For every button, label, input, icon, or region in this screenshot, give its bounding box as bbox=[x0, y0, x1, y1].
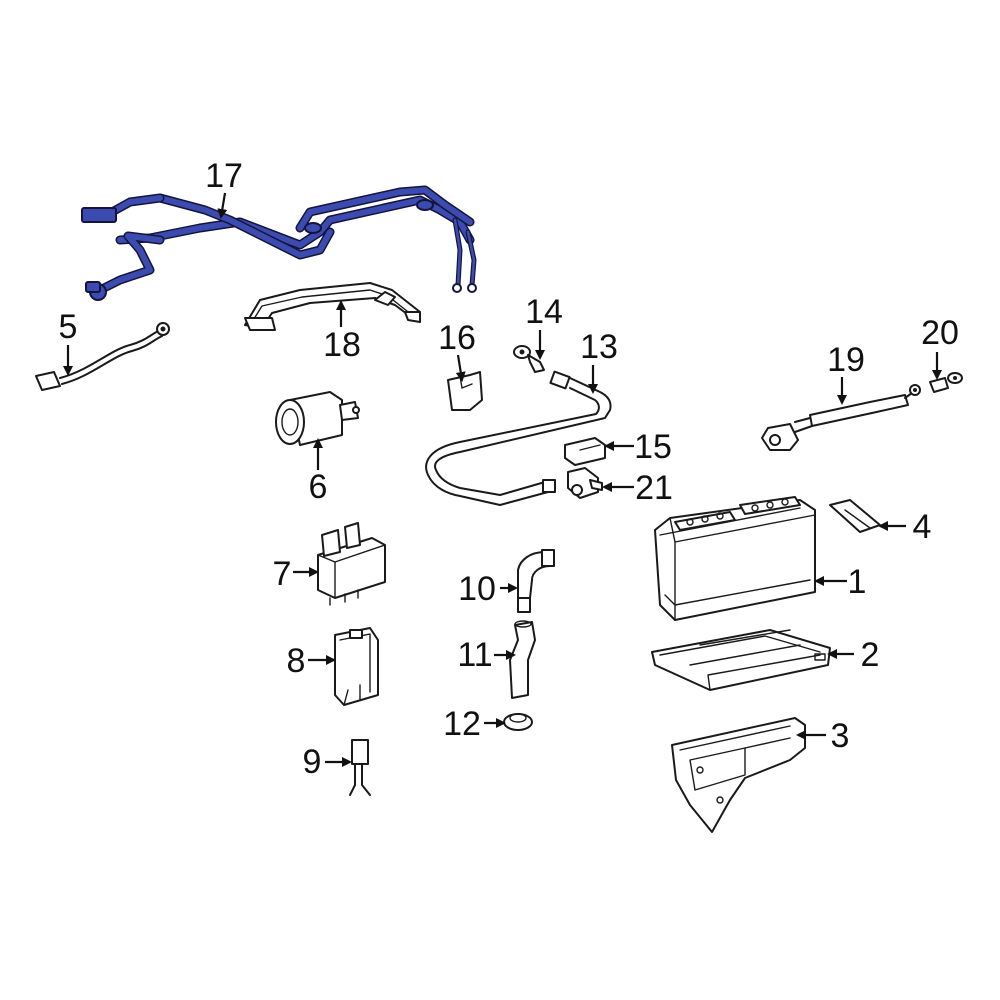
relay-part-7[interactable] bbox=[317, 522, 386, 606]
callout-5: 5 bbox=[59, 308, 78, 346]
terminal-part-9[interactable] bbox=[349, 739, 371, 796]
terminal-part-20[interactable] bbox=[929, 372, 963, 393]
positive-cable-part-19[interactable] bbox=[761, 384, 921, 451]
callout-18: 18 bbox=[323, 326, 361, 364]
callout-13: 13 bbox=[580, 328, 618, 366]
callout-16: 16 bbox=[438, 319, 476, 357]
callout-8: 8 bbox=[287, 642, 306, 680]
hose-part-11[interactable] bbox=[509, 620, 536, 699]
callout-14: 14 bbox=[525, 293, 563, 331]
callout-7: 7 bbox=[273, 555, 292, 593]
callout-20: 20 bbox=[921, 314, 959, 352]
callout-12: 12 bbox=[443, 705, 481, 743]
hose-elbow-part-10[interactable] bbox=[517, 549, 555, 613]
callout-6: 6 bbox=[309, 468, 328, 506]
callout-2: 2 bbox=[861, 636, 880, 674]
relay-socket-part-8[interactable] bbox=[334, 627, 379, 706]
battery-part-1[interactable] bbox=[654, 496, 816, 621]
mounting-bracket-part-3[interactable] bbox=[671, 717, 806, 833]
terminal-clamp-part-21[interactable] bbox=[567, 467, 603, 499]
wiring-harness-part-17[interactable] bbox=[81, 185, 477, 301]
callout-1: 1 bbox=[848, 563, 867, 601]
callout-21: 21 bbox=[635, 469, 673, 507]
callout-arrows bbox=[63, 192, 942, 767]
solenoid-part-6[interactable] bbox=[275, 391, 360, 446]
callout-19: 19 bbox=[827, 341, 865, 379]
callout-15: 15 bbox=[634, 428, 672, 466]
pad-part-4[interactable] bbox=[829, 499, 881, 533]
callout-3: 3 bbox=[831, 717, 850, 755]
clip-part-15[interactable] bbox=[564, 437, 606, 466]
grommet-part-12[interactable] bbox=[503, 713, 533, 731]
callout-17: 17 bbox=[205, 157, 243, 195]
callout-labels: 17 18 5 6 7 8 9 16 14 13 15 21 19 20 4 1… bbox=[59, 157, 959, 781]
ring-terminal-part-14[interactable] bbox=[513, 345, 545, 373]
ground-cable-part-5[interactable] bbox=[35, 322, 170, 391]
callout-10: 10 bbox=[458, 570, 496, 608]
callout-11: 11 bbox=[457, 636, 492, 674]
battery-cable-part-13[interactable] bbox=[425, 370, 612, 506]
bracket-part-18[interactable] bbox=[244, 282, 421, 331]
fuse-holder-part-16[interactable] bbox=[447, 371, 483, 411]
battery-tray-part-2[interactable] bbox=[651, 629, 831, 691]
harness-connector-icon bbox=[81, 207, 117, 223]
callout-4: 4 bbox=[913, 508, 932, 546]
callout-9: 9 bbox=[303, 743, 322, 781]
